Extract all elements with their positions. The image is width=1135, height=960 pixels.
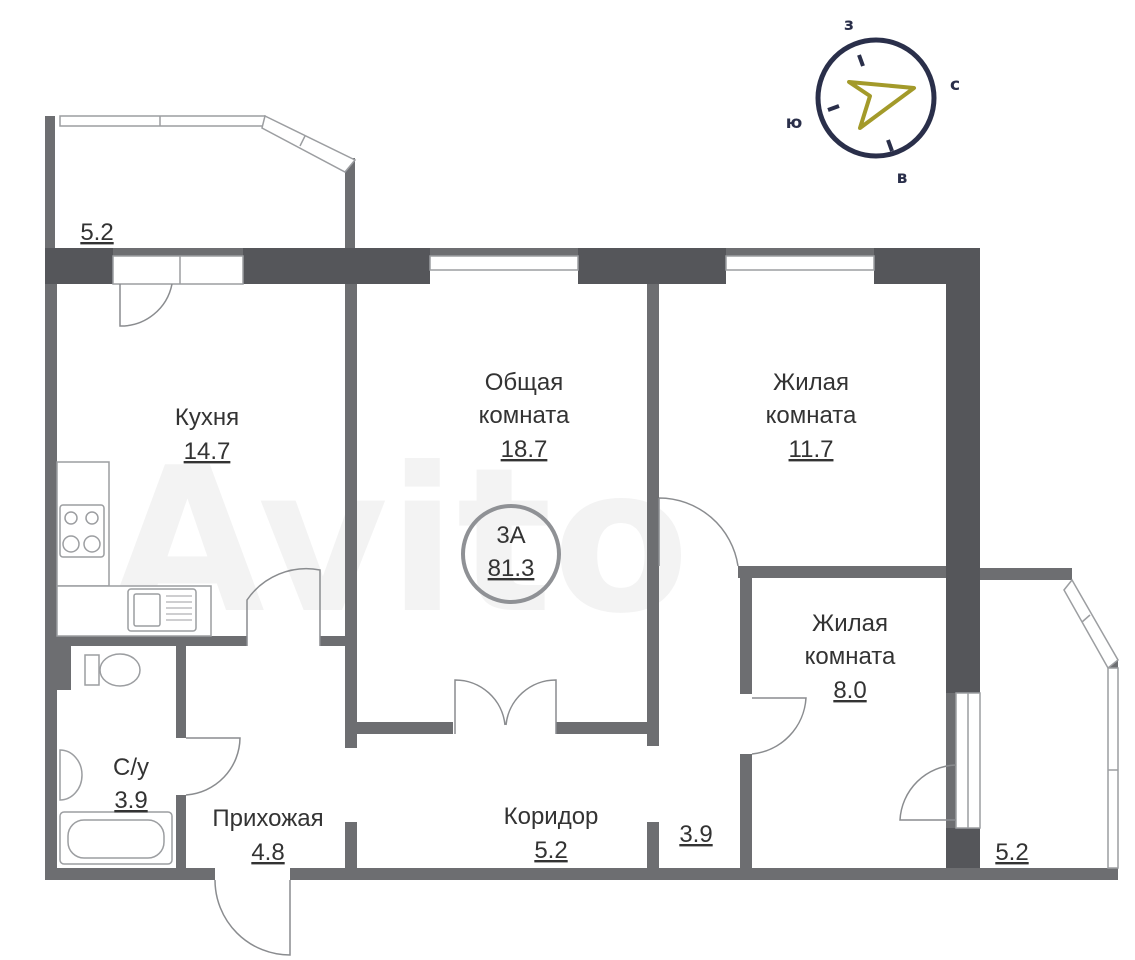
room-area: 8.0: [833, 677, 866, 704]
balcony-left-area: 5.2: [80, 219, 113, 246]
room-area: 5.2: [534, 837, 567, 864]
room-area: 4.8: [251, 839, 284, 866]
windows: [59, 114, 1119, 869]
room-name: комната: [805, 643, 896, 670]
room-area: 14.7: [184, 438, 231, 465]
total-area: 81.3: [488, 555, 535, 582]
total-area-badge: 3А 81.3: [461, 504, 561, 604]
room-corridor-side-area: 3.9: [679, 821, 712, 848]
room-corridor: Коридор 5.2: [504, 803, 599, 864]
kitchen-fixtures: [56, 461, 212, 637]
compass-north: з: [844, 15, 854, 35]
apartment-type: 3А: [496, 522, 525, 549]
room-bathroom: С/у 3.9: [113, 754, 149, 814]
compass-arrow-icon: [847, 80, 916, 130]
room-name: Коридор: [504, 803, 599, 830]
room-area: 11.7: [789, 436, 834, 463]
room-living: Общая комната 18.7: [479, 369, 570, 463]
room-area: 18.7: [501, 436, 548, 463]
room-hallway: Прихожая 4.8: [212, 805, 323, 866]
room-name: Жилая: [773, 369, 849, 396]
compass-west: ю: [786, 113, 803, 133]
interior-walls: [57, 284, 946, 868]
room-bedroom-2: Жилая комната 8.0: [805, 610, 896, 704]
compass-east: с: [950, 75, 960, 95]
room-bedroom-1: Жилая комната 11.7: [766, 369, 857, 463]
room-name: Прихожая: [212, 805, 323, 832]
walls: [45, 116, 1118, 880]
room-name: Кухня: [175, 404, 239, 431]
room-name: С/у: [113, 754, 149, 781]
room-kitchen: Кухня 14.7: [175, 404, 239, 465]
room-name: комната: [766, 402, 857, 429]
compass: з с в ю: [786, 15, 960, 188]
compass-south: в: [897, 168, 908, 188]
room-name: комната: [479, 402, 570, 429]
bathroom-fixtures: [59, 653, 173, 865]
room-area: 3.9: [114, 787, 147, 814]
doors: [119, 283, 957, 956]
room-name: Общая: [485, 369, 564, 396]
balcony-right-area: 5.2: [995, 839, 1028, 866]
room-name: Жилая: [812, 610, 888, 637]
